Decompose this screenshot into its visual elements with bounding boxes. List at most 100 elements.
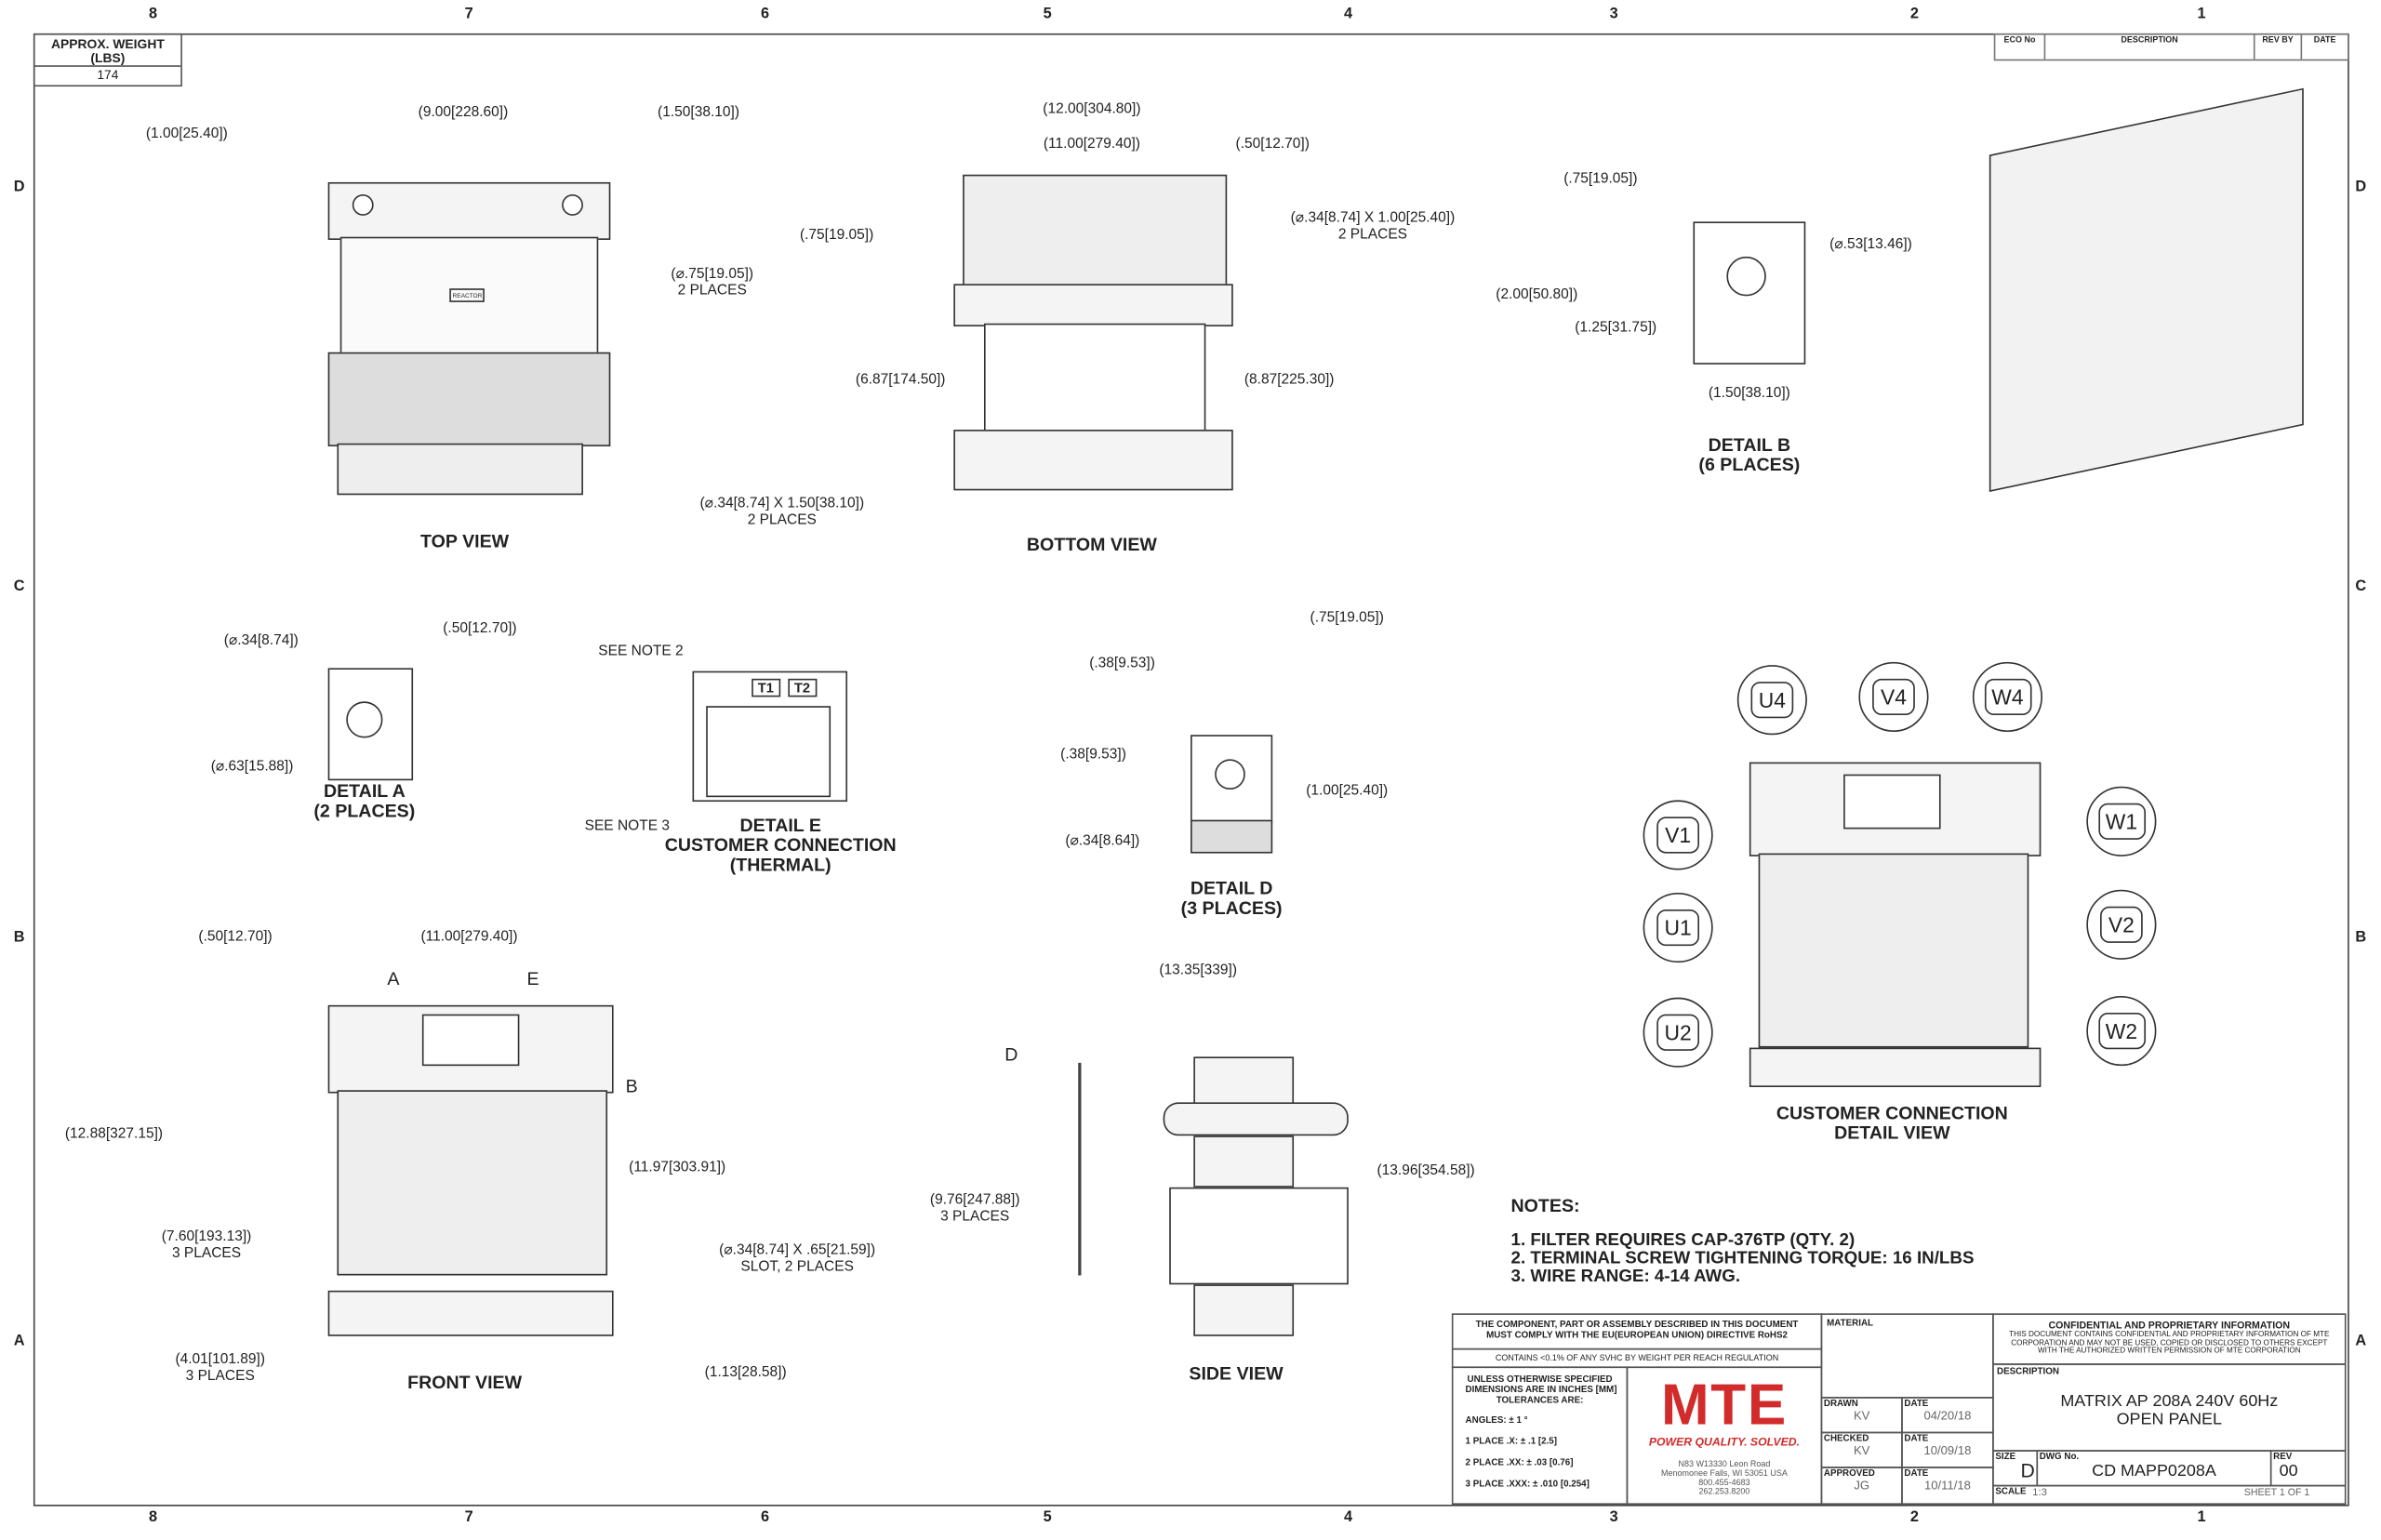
cc-base bbox=[1749, 1047, 2042, 1088]
reactor-label: REACTOR bbox=[449, 288, 486, 302]
terminal-u4: U4 bbox=[1736, 665, 1807, 736]
zone-col: 2 bbox=[1909, 6, 1920, 23]
size: D bbox=[2020, 1459, 2035, 1482]
rev-label: REV bbox=[2273, 1453, 2293, 1463]
dimension: (4.01[101.89]) 3 PLACES bbox=[175, 1351, 266, 1386]
side-core bbox=[1169, 1187, 1349, 1285]
t2-label: T2 bbox=[788, 678, 817, 697]
mte-logo: MTE bbox=[1660, 1374, 1788, 1439]
notes-list: 1. FILTER REQUIRES CAP-376TP (QTY. 2) 2.… bbox=[1511, 1231, 1975, 1286]
terminal-u2: U2 bbox=[1643, 997, 1713, 1068]
coil-assembly bbox=[327, 352, 611, 447]
tolerance-angles: ANGLES: ± 1 ° bbox=[1465, 1416, 1528, 1427]
dimension: (.38[9.53]) bbox=[1089, 655, 1155, 672]
dwg-number: CD MAPP0208A bbox=[2092, 1462, 2216, 1480]
dimension: (⌀.63[15.88]) bbox=[210, 758, 294, 776]
note-callout: SEE NOTE 3 bbox=[584, 817, 670, 835]
dimension: (1.00[25.40]) bbox=[1306, 782, 1389, 800]
detail-d-hole bbox=[1215, 759, 1245, 790]
detail-callout-d: D bbox=[1004, 1043, 1018, 1066]
note-item: 1. FILTER REQUIRES CAP-376TP (QTY. 2) bbox=[1510, 1231, 1856, 1250]
drawn-by: KV bbox=[1853, 1409, 1870, 1423]
dimension: (1.50[38.10]) bbox=[1708, 384, 1790, 402]
terminal-label: U1 bbox=[1656, 909, 1699, 947]
detail-d-title: DETAIL D (3 PLACES) bbox=[1180, 877, 1283, 919]
zone-col: 1 bbox=[2197, 6, 2206, 23]
detail-e-title: DETAIL E CUSTOMER CONNECTION (THERMAL) bbox=[664, 814, 897, 876]
zone-row: C bbox=[2355, 578, 2367, 596]
dimension: (9.00[228.60]) bbox=[418, 103, 509, 121]
zone-col: 8 bbox=[149, 1508, 158, 1526]
weight-value: 174 bbox=[34, 65, 181, 82]
dimension: (1.13[28.58]) bbox=[704, 1363, 787, 1381]
t1-label: T1 bbox=[752, 678, 780, 697]
rev-header-date: DATE bbox=[2313, 36, 2336, 46]
terminal-w4: W4 bbox=[1972, 661, 2042, 732]
date-label: DATE bbox=[1904, 1400, 1929, 1410]
side-coil-mid bbox=[1193, 1135, 1295, 1188]
drawn-date: 04/20/18 bbox=[1923, 1409, 1972, 1423]
thermal-terminal bbox=[421, 1014, 520, 1067]
zone-col: 5 bbox=[1043, 6, 1052, 23]
date-label: DATE bbox=[1904, 1469, 1929, 1480]
detail-d-base bbox=[1190, 819, 1273, 854]
isometric-view bbox=[1989, 87, 2304, 492]
sheet-number: SHEET 1 OF 1 bbox=[2243, 1488, 2310, 1499]
terminal-v1: V1 bbox=[1643, 800, 1713, 870]
zone-row: D bbox=[2355, 179, 2367, 196]
note-callout: SEE NOTE 2 bbox=[598, 643, 684, 660]
dimension: (.38[9.53]) bbox=[1060, 746, 1126, 763]
scale-row: SCALE 1:3 SHEET 1 OF 1 bbox=[1992, 1484, 2347, 1506]
detail-callout-b: B bbox=[625, 1075, 638, 1097]
terminal-v2: V2 bbox=[2086, 889, 2157, 960]
terminal-w2: W2 bbox=[2086, 996, 2157, 1067]
dimension: (13.96[354.58]) bbox=[1377, 1162, 1475, 1179]
terminal-u1: U1 bbox=[1643, 893, 1713, 963]
tolerances: UNLESS OTHERWISE SPECIFIED DIMENSIONS AR… bbox=[1451, 1366, 1629, 1506]
description-label: DESCRIPTION bbox=[1997, 1368, 2059, 1377]
tolerance-1place: 1 PLACE .X: ± .1 [2.5] bbox=[1465, 1438, 1558, 1447]
detail-e-terminal: T1 T2 bbox=[692, 670, 848, 803]
checked-by: KV bbox=[1853, 1443, 1870, 1458]
customer-connection-title: CUSTOMER CONNECTION DETAIL VIEW bbox=[1776, 1102, 2008, 1144]
reach-statement: CONTAINS <0.1% OF ANY SVHC BY WEIGHT PER… bbox=[1451, 1348, 1823, 1369]
dimension: (7.60[193.13]) 3 PLACES bbox=[161, 1228, 252, 1262]
side-coil-top bbox=[1193, 1056, 1295, 1106]
front-view-title: FRONT VIEW bbox=[407, 1372, 523, 1394]
zone-row: A bbox=[13, 1333, 25, 1350]
zone-col: 4 bbox=[1343, 6, 1353, 23]
dimension: (11.00[279.40]) bbox=[1043, 136, 1140, 153]
dimension: (1.50[38.10]) bbox=[658, 103, 740, 121]
confidential-text: THIS DOCUMENT CONTAINS CONFIDENTIAL AND … bbox=[2009, 1330, 2330, 1357]
top-view-title: TOP VIEW bbox=[420, 530, 510, 552]
zone-col: 6 bbox=[760, 1508, 770, 1526]
tolerance-2place: 2 PLACE .XX: ± .03 [0.76] bbox=[1465, 1459, 1574, 1468]
material-label: MATERIAL bbox=[1820, 1313, 1994, 1399]
zone-col: 1 bbox=[2197, 1508, 2206, 1526]
terminal-label: U4 bbox=[1750, 682, 1794, 719]
dimension: (8.87[225.30]) bbox=[1244, 371, 1335, 389]
description: MATRIX AP 208A 240V 60Hz OPEN PANEL bbox=[2060, 1392, 2279, 1429]
side-flange bbox=[1163, 1102, 1349, 1136]
zone-row: A bbox=[2355, 1333, 2367, 1350]
bottom-view-title: BOTTOM VIEW bbox=[1026, 533, 1157, 555]
dimension: (⌀.34[8.74] X .65[21.59]) SLOT, 2 PLACES bbox=[719, 1241, 876, 1276]
dimension: (1.00[25.40]) bbox=[145, 125, 228, 142]
front-coils bbox=[337, 1090, 608, 1276]
description-block: DESCRIPTION MATRIX AP 208A 240V 60Hz OPE… bbox=[1992, 1363, 2347, 1452]
weight-label: APPROX. WEIGHT (LBS) bbox=[51, 36, 165, 66]
dimension: (11.97[303.91]) bbox=[629, 1159, 726, 1176]
dimension: (⌀.34[8.74] X 1.00[25.40]) 2 PLACES bbox=[1290, 209, 1456, 244]
drawing-border bbox=[33, 33, 2349, 1507]
terminal-v4: V4 bbox=[1858, 661, 1929, 732]
terminal-label: W4 bbox=[1984, 678, 2031, 716]
tolerance-header: UNLESS OTHERWISE SPECIFIED DIMENSIONS AR… bbox=[1465, 1375, 1617, 1406]
core bbox=[983, 323, 1206, 433]
dimension: (11.00[279.40]) bbox=[420, 928, 518, 946]
